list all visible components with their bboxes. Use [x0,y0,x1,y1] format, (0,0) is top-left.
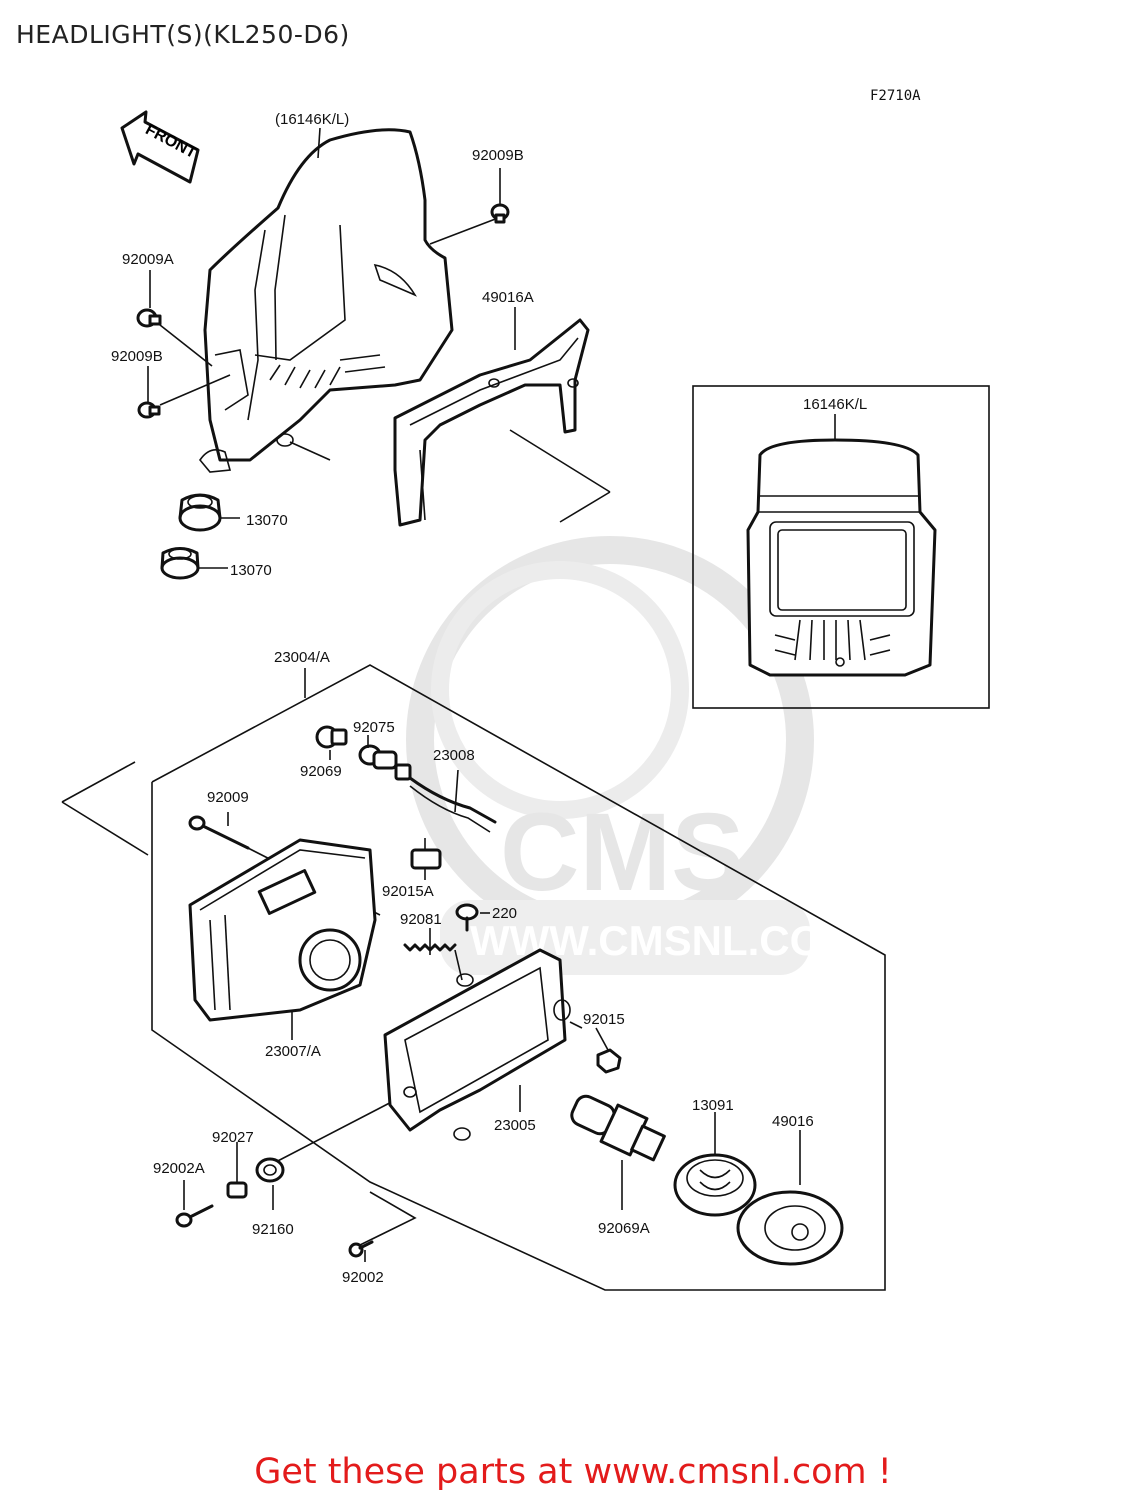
front-direction-arrow: FRONT [120,110,200,184]
leader-lines-mid [183,735,801,1262]
page-title: HEADLIGHT(S)(KL250-D6) [16,20,350,49]
label-92015a: 92015A [382,883,434,900]
label-92009b-top: 92009B [472,147,524,164]
dust-cover-49016 [736,1190,844,1266]
label-92027: 92027 [212,1129,254,1146]
label-16146kl-top: (16146K/L) [275,111,349,128]
label-49016: 49016 [772,1113,814,1130]
label-92002a: 92002A [153,1160,205,1177]
label-92009b-left: 92009B [111,348,163,365]
bolt-92009b-left [137,401,161,419]
grommet-92160 [255,1157,285,1183]
label-92002: 92002 [342,1269,384,1286]
clip-92015a [410,848,442,870]
grommet-13070-a [178,493,222,532]
bulb-92069a [570,1094,666,1162]
socket-cover-13091 [673,1153,757,1217]
inset-box [692,385,990,709]
screw-220 [455,903,479,932]
label-23004a: 23004/A [274,649,330,666]
grommet-13070-b [160,547,200,580]
socket-92075 [358,744,412,781]
label-16146kl-inset: 16146K/L [803,396,867,413]
part-labels: (16146K/L) 92009B 92009A 49016A 92009B 1… [111,111,867,1286]
leader-lines-top [147,127,516,569]
nut-92015 [596,1048,622,1074]
parts-diagram: CMS WWW.CMSNL.COM FRONT [61,110,990,1291]
watermark-logo-text: CMS [500,791,744,914]
collar-92027 [226,1181,248,1199]
label-23005: 23005 [494,1117,536,1134]
label-92075: 92075 [353,719,395,736]
label-92069a: 92069A [598,1220,650,1237]
label-13070-b: 13070 [230,562,272,579]
headlight-rim-23005 [383,948,571,1141]
label-23007a: 23007/A [265,1043,321,1060]
footer-cta[interactable]: Get these parts at www.cmsnl.com ! [254,1452,892,1492]
label-220: 220 [492,905,517,922]
label-13070-a: 13070 [246,512,288,529]
label-92015: 92015 [583,1011,625,1028]
label-92009: 92009 [207,789,249,806]
front-arrow-label: FRONT [142,121,199,162]
guide-lines-top [509,429,611,523]
label-92069: 92069 [300,763,342,780]
label-92009a: 92009A [122,251,174,268]
label-49016a: 49016A [482,289,534,306]
figure-code: F2710A [870,88,921,104]
bolt-92009b-top [490,203,510,224]
bolt-92009a [136,308,162,328]
bolt-92002a [175,1204,214,1228]
headlight-cover [199,128,454,473]
label-92160: 92160 [252,1221,294,1238]
headlight-unit-23007a [188,838,377,1022]
bracket-49016a [393,318,590,527]
label-13091: 13091 [692,1097,734,1114]
label-23008: 23008 [433,747,475,764]
bulb-92069 [315,725,348,749]
assembly-boundary [61,664,886,1291]
bolt-92002 [348,1240,374,1258]
label-92081: 92081 [400,911,442,928]
wire-harness-23008 [408,769,497,833]
